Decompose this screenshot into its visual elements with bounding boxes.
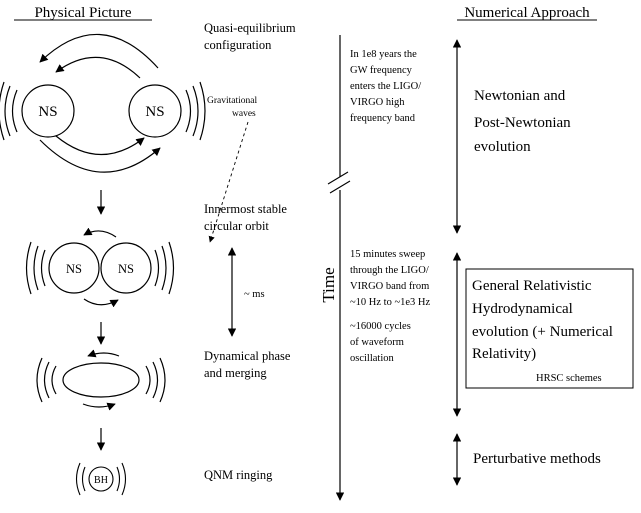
wave-close-right-1 — [154, 249, 160, 287]
wave-close-right-2 — [161, 245, 167, 291]
wave-left-1 — [11, 89, 18, 133]
orbit-arrow-close-bottom — [83, 298, 119, 308]
ns-label-right: NS — [145, 104, 164, 120]
rotation-arrow-top — [87, 349, 120, 358]
gw-label: Gravitational waves — [207, 96, 260, 119]
wave-close-left-1 — [40, 249, 46, 287]
wave-left-2 — [4, 85, 11, 137]
orbit-arrow-upper-outer — [39, 33, 159, 69]
wave-merge-right-1 — [145, 365, 151, 395]
left-header: Physical Picture — [34, 5, 131, 21]
wave-close-right-3 — [168, 241, 175, 295]
stage-quasi-equilibrium: Quasi-equilibrium configuration — [204, 21, 299, 52]
wave-right-3 — [199, 81, 206, 141]
neutron-star-right — [128, 84, 182, 138]
rotation-arrow-bottom — [82, 402, 116, 411]
method-perturbative: Perturbative methods — [473, 451, 601, 467]
wave-left-3 — [0, 81, 5, 141]
merger-ellipse — [62, 362, 140, 398]
wave-merge-left-2 — [43, 361, 50, 399]
orbit-arrow-lower-outer — [39, 139, 161, 173]
note-early-inspiral: In 1e8 years the GW frequency enters the… — [350, 49, 424, 124]
orbit-arrow-close-top — [83, 227, 117, 238]
neutron-star-close-left — [48, 242, 100, 294]
wave-bh-left-2 — [75, 462, 81, 496]
neutron-star-left — [21, 84, 75, 138]
bh-label: BH — [94, 475, 108, 486]
wave-merge-right-2 — [152, 361, 159, 399]
wave-merge-right-3 — [159, 357, 166, 403]
ns-label-left: NS — [38, 104, 57, 120]
hrsc-label: HRSC schemes — [536, 373, 602, 384]
stage-isco: Innermost stable circular orbit — [204, 202, 290, 233]
axis-break-2 — [329, 180, 351, 194]
neutron-star-close-right — [100, 242, 152, 294]
bh-circle — [88, 466, 114, 492]
wave-merge-left-3 — [36, 357, 43, 403]
merging-remnant — [36, 349, 166, 411]
wave-right-1 — [185, 89, 192, 133]
orbit-arrow-lower-inner — [55, 135, 145, 156]
note-cycles: ~16000 cycles of waveform oscillation — [350, 321, 413, 364]
stage-dynamical: Dynamical phase and merging — [204, 349, 294, 380]
wave-bh-right-1 — [116, 466, 121, 492]
stage-qnm: QNM ringing — [204, 468, 273, 482]
note-frequency-sweep: 15 minutes sweep through the LIGO/ VIRGO… — [350, 249, 432, 308]
ns-label-close-left: NS — [66, 262, 82, 276]
ns-label-close-right: NS — [118, 262, 134, 276]
wave-bh-right-2 — [121, 462, 127, 496]
axis-break-1 — [327, 171, 349, 185]
gw-dashed-arrow — [208, 121, 249, 243]
ms-label: ~ ms — [244, 289, 265, 300]
time-label: Time — [319, 267, 338, 302]
orbit-arrow-upper-inner — [55, 56, 141, 79]
wave-close-left-3 — [25, 241, 32, 295]
wave-right-2 — [192, 85, 199, 137]
binary-ns-system — [0, 33, 206, 173]
gr-method-box — [465, 268, 634, 389]
method-newtonian: Newtonian and Post-Newtonian evolution — [474, 88, 574, 155]
black-hole — [75, 462, 127, 496]
wave-bh-left-1 — [81, 466, 86, 492]
wave-close-left-2 — [33, 245, 39, 291]
right-header: Numerical Approach — [464, 5, 590, 21]
close-binary-ns — [25, 227, 175, 308]
wave-merge-left-1 — [51, 365, 57, 395]
method-gr-hydro: General Relativistic Hydrodynamical evol… — [472, 278, 617, 362]
